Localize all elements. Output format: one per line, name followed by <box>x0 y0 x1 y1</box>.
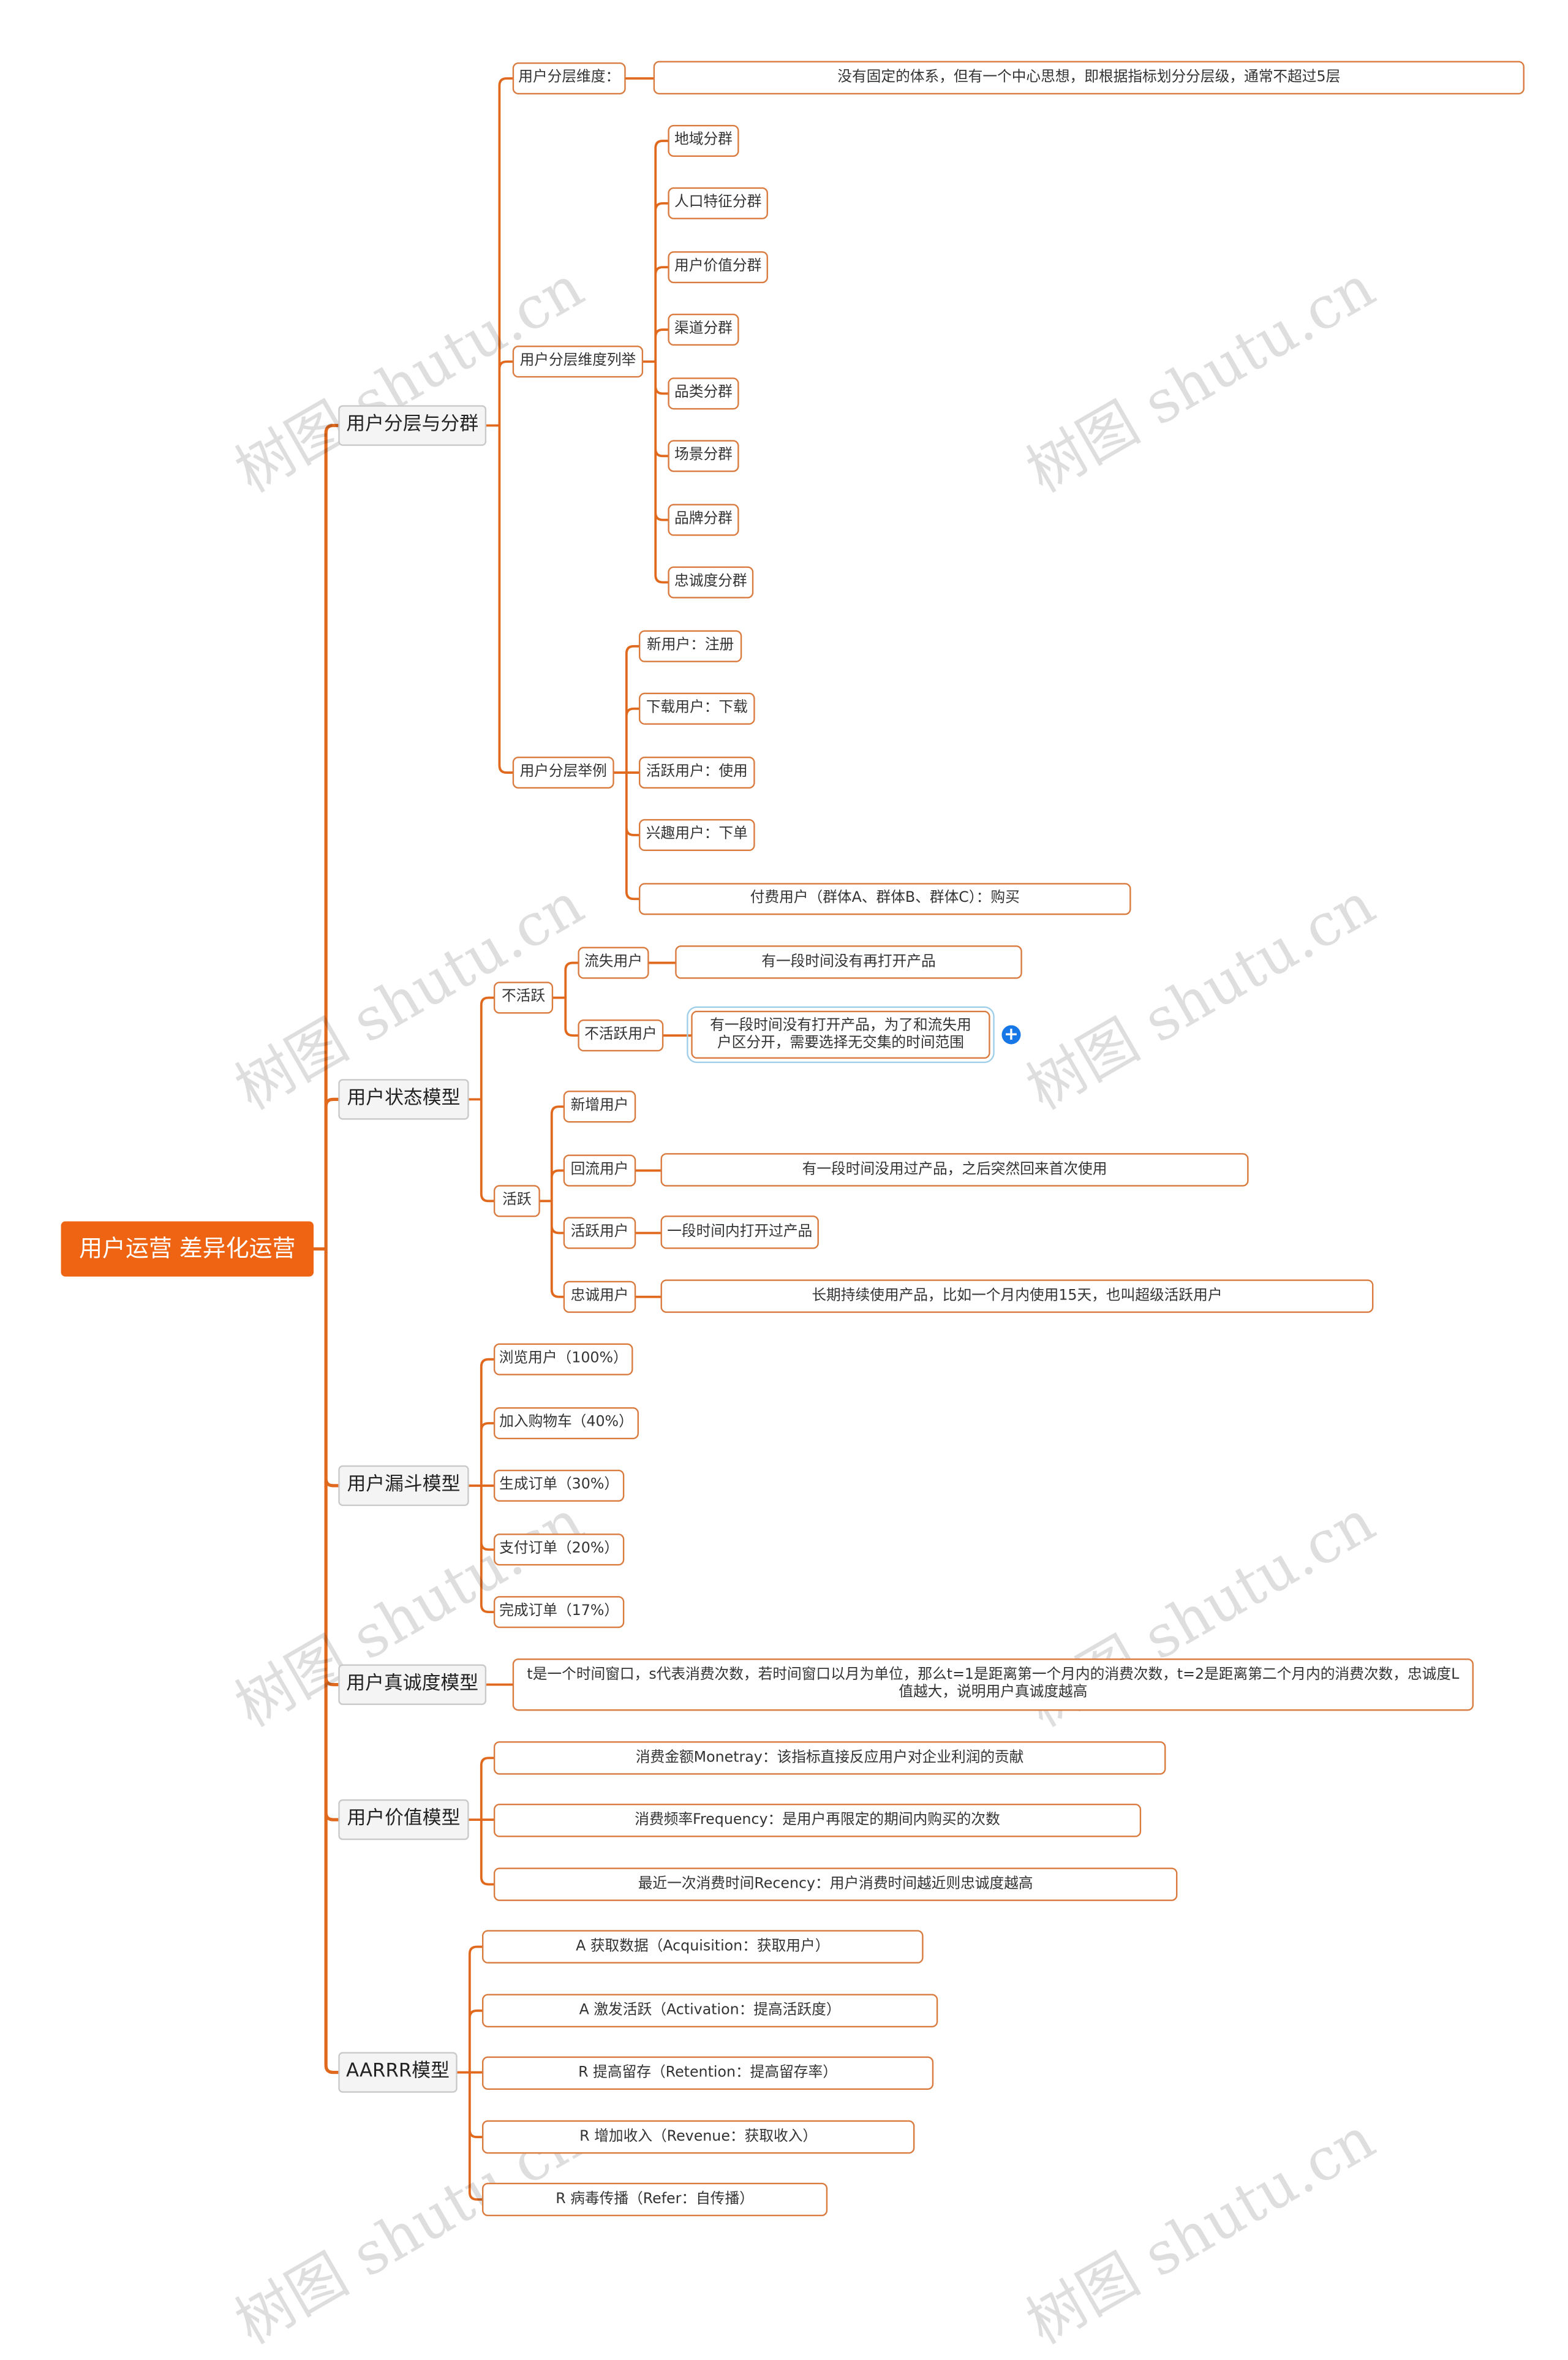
funnel-stage[interactable]: 支付订单（20%） <box>493 1534 625 1566</box>
note-returning-user[interactable]: 有一段时间没用过产品，之后突然回来首次使用 <box>660 1153 1249 1187</box>
list-item[interactable]: 渠道分群 <box>668 314 739 346</box>
topic-value-model[interactable]: 用户价值模型 <box>338 1799 469 1840</box>
root-topic[interactable]: 用户运营 差异化运营 <box>61 1221 314 1277</box>
topic-dimension-list[interactable]: 用户分层维度列举 <box>512 346 644 378</box>
topic-user-state-model[interactable]: 用户状态模型 <box>338 1079 469 1120</box>
note-layer-dimension[interactable]: 没有固定的体系，但有一个中心思想，即根据指标划分分层级，通常不超过5层 <box>653 61 1525 95</box>
connector-line <box>642 140 669 584</box>
connector-line <box>538 1105 565 1298</box>
note-inactive-user[interactable]: 有一段时间没有打开产品，为了和流失用户区分开，需要选择无交集的时间范围 <box>687 1006 995 1064</box>
list-item[interactable]: 用户价值分群 <box>668 251 768 284</box>
list-item[interactable]: 场景分群 <box>668 440 739 472</box>
connector-line <box>467 996 495 1203</box>
list-item[interactable]: 品牌分群 <box>668 504 739 536</box>
funnel-stage[interactable]: 浏览用户（100%） <box>493 1343 633 1375</box>
connector-line <box>456 1945 483 2201</box>
list-item[interactable]: 活跃用户：使用 <box>638 756 755 789</box>
list-item[interactable]: 下载用户：下载 <box>638 692 755 725</box>
connector-line <box>467 1757 495 1886</box>
connector-line <box>312 423 340 2074</box>
value-metric[interactable]: 消费频率Frequency：是用户再限定的期间内购买的次数 <box>493 1804 1142 1837</box>
list-item[interactable]: 付费用户（群体A、群体B、群体C）：购买 <box>638 883 1131 915</box>
aarrr-stage[interactable]: A 获取数据（Acquisition：获取用户） <box>481 1930 924 1964</box>
topic-user-layering[interactable]: 用户分层与分群 <box>338 405 487 446</box>
list-item[interactable]: 忠诚度分群 <box>668 566 754 599</box>
connector-line <box>485 77 514 774</box>
value-metric[interactable]: 最近一次消费时间Recency：用户消费时间越近则忠诚度越高 <box>493 1867 1178 1901</box>
note-active-user[interactable]: 一段时间内打开过产品 <box>660 1216 819 1249</box>
topic-inactive-user[interactable]: 不活跃用户 <box>578 1019 664 1052</box>
topic-active-user[interactable]: 活跃用户 <box>563 1217 636 1249</box>
topic-layer-dimension[interactable]: 用户分层维度： <box>512 62 626 95</box>
aarrr-stage[interactable]: R 病毒传播（Refer：自传播） <box>481 2182 828 2217</box>
note-lost-user[interactable]: 有一段时间没有再打开产品 <box>675 945 1022 979</box>
topic-returning-user[interactable]: 回流用户 <box>563 1154 636 1187</box>
connector-line <box>612 645 640 901</box>
topic-funnel-model[interactable]: 用户漏斗模型 <box>338 1465 469 1507</box>
topic-aarrr-model[interactable]: AARRR模型 <box>338 2052 458 2093</box>
connector-line <box>552 961 579 1037</box>
aarrr-stage[interactable]: A 激发活跃（Activation：提高活跃度） <box>481 1994 938 2028</box>
note-loyalty-model[interactable]: t是一个时间窗口，s代表消费次数，若时间窗口以月为单位，那么t=1是距离第一个月… <box>512 1658 1474 1711</box>
topic-inactive[interactable]: 不活跃 <box>493 981 554 1014</box>
expand-button[interactable]: + <box>1001 1024 1021 1045</box>
list-item[interactable]: 品类分群 <box>668 377 739 410</box>
topic-layer-example[interactable]: 用户分层举例 <box>512 756 614 789</box>
list-item[interactable]: 兴趣用户：下单 <box>638 819 755 852</box>
topic-active[interactable]: 活跃 <box>493 1185 540 1217</box>
aarrr-stage[interactable]: R 提高留存（Retention：提高留存率） <box>481 2056 934 2090</box>
list-item[interactable]: 新用户：注册 <box>638 630 742 662</box>
note-loyal-user[interactable]: 长期持续使用产品，比如一个月内使用15天，也叫超级活跃用户 <box>660 1279 1374 1313</box>
list-item[interactable]: 地域分群 <box>668 124 739 157</box>
funnel-stage[interactable]: 完成订单（17%） <box>493 1596 625 1628</box>
list-item[interactable]: 人口特征分群 <box>668 187 768 219</box>
mind-map-canvas: 树图 shutu.cn 树图 shutu.cn 树图 shutu.cn 树图 s… <box>61 61 1525 2358</box>
funnel-stage[interactable]: 加入购物车（40%） <box>493 1407 639 1440</box>
connector-lines <box>312 77 693 2201</box>
aarrr-stage[interactable]: R 增加收入（Revenue：获取收入） <box>481 2120 915 2154</box>
topic-new-user[interactable]: 新增用户 <box>563 1091 636 1123</box>
value-metric[interactable]: 消费金额Monetray：该指标直接反应用户对企业利润的贡献 <box>493 1741 1166 1775</box>
topic-loyal-user[interactable]: 忠诚用户 <box>563 1280 636 1313</box>
funnel-stage[interactable]: 生成订单（30%） <box>493 1469 625 1502</box>
topic-loyalty-model[interactable]: 用户真诚度模型 <box>338 1664 487 1705</box>
topic-lost-user[interactable]: 流失用户 <box>578 947 649 979</box>
connector-line <box>467 1358 495 1614</box>
